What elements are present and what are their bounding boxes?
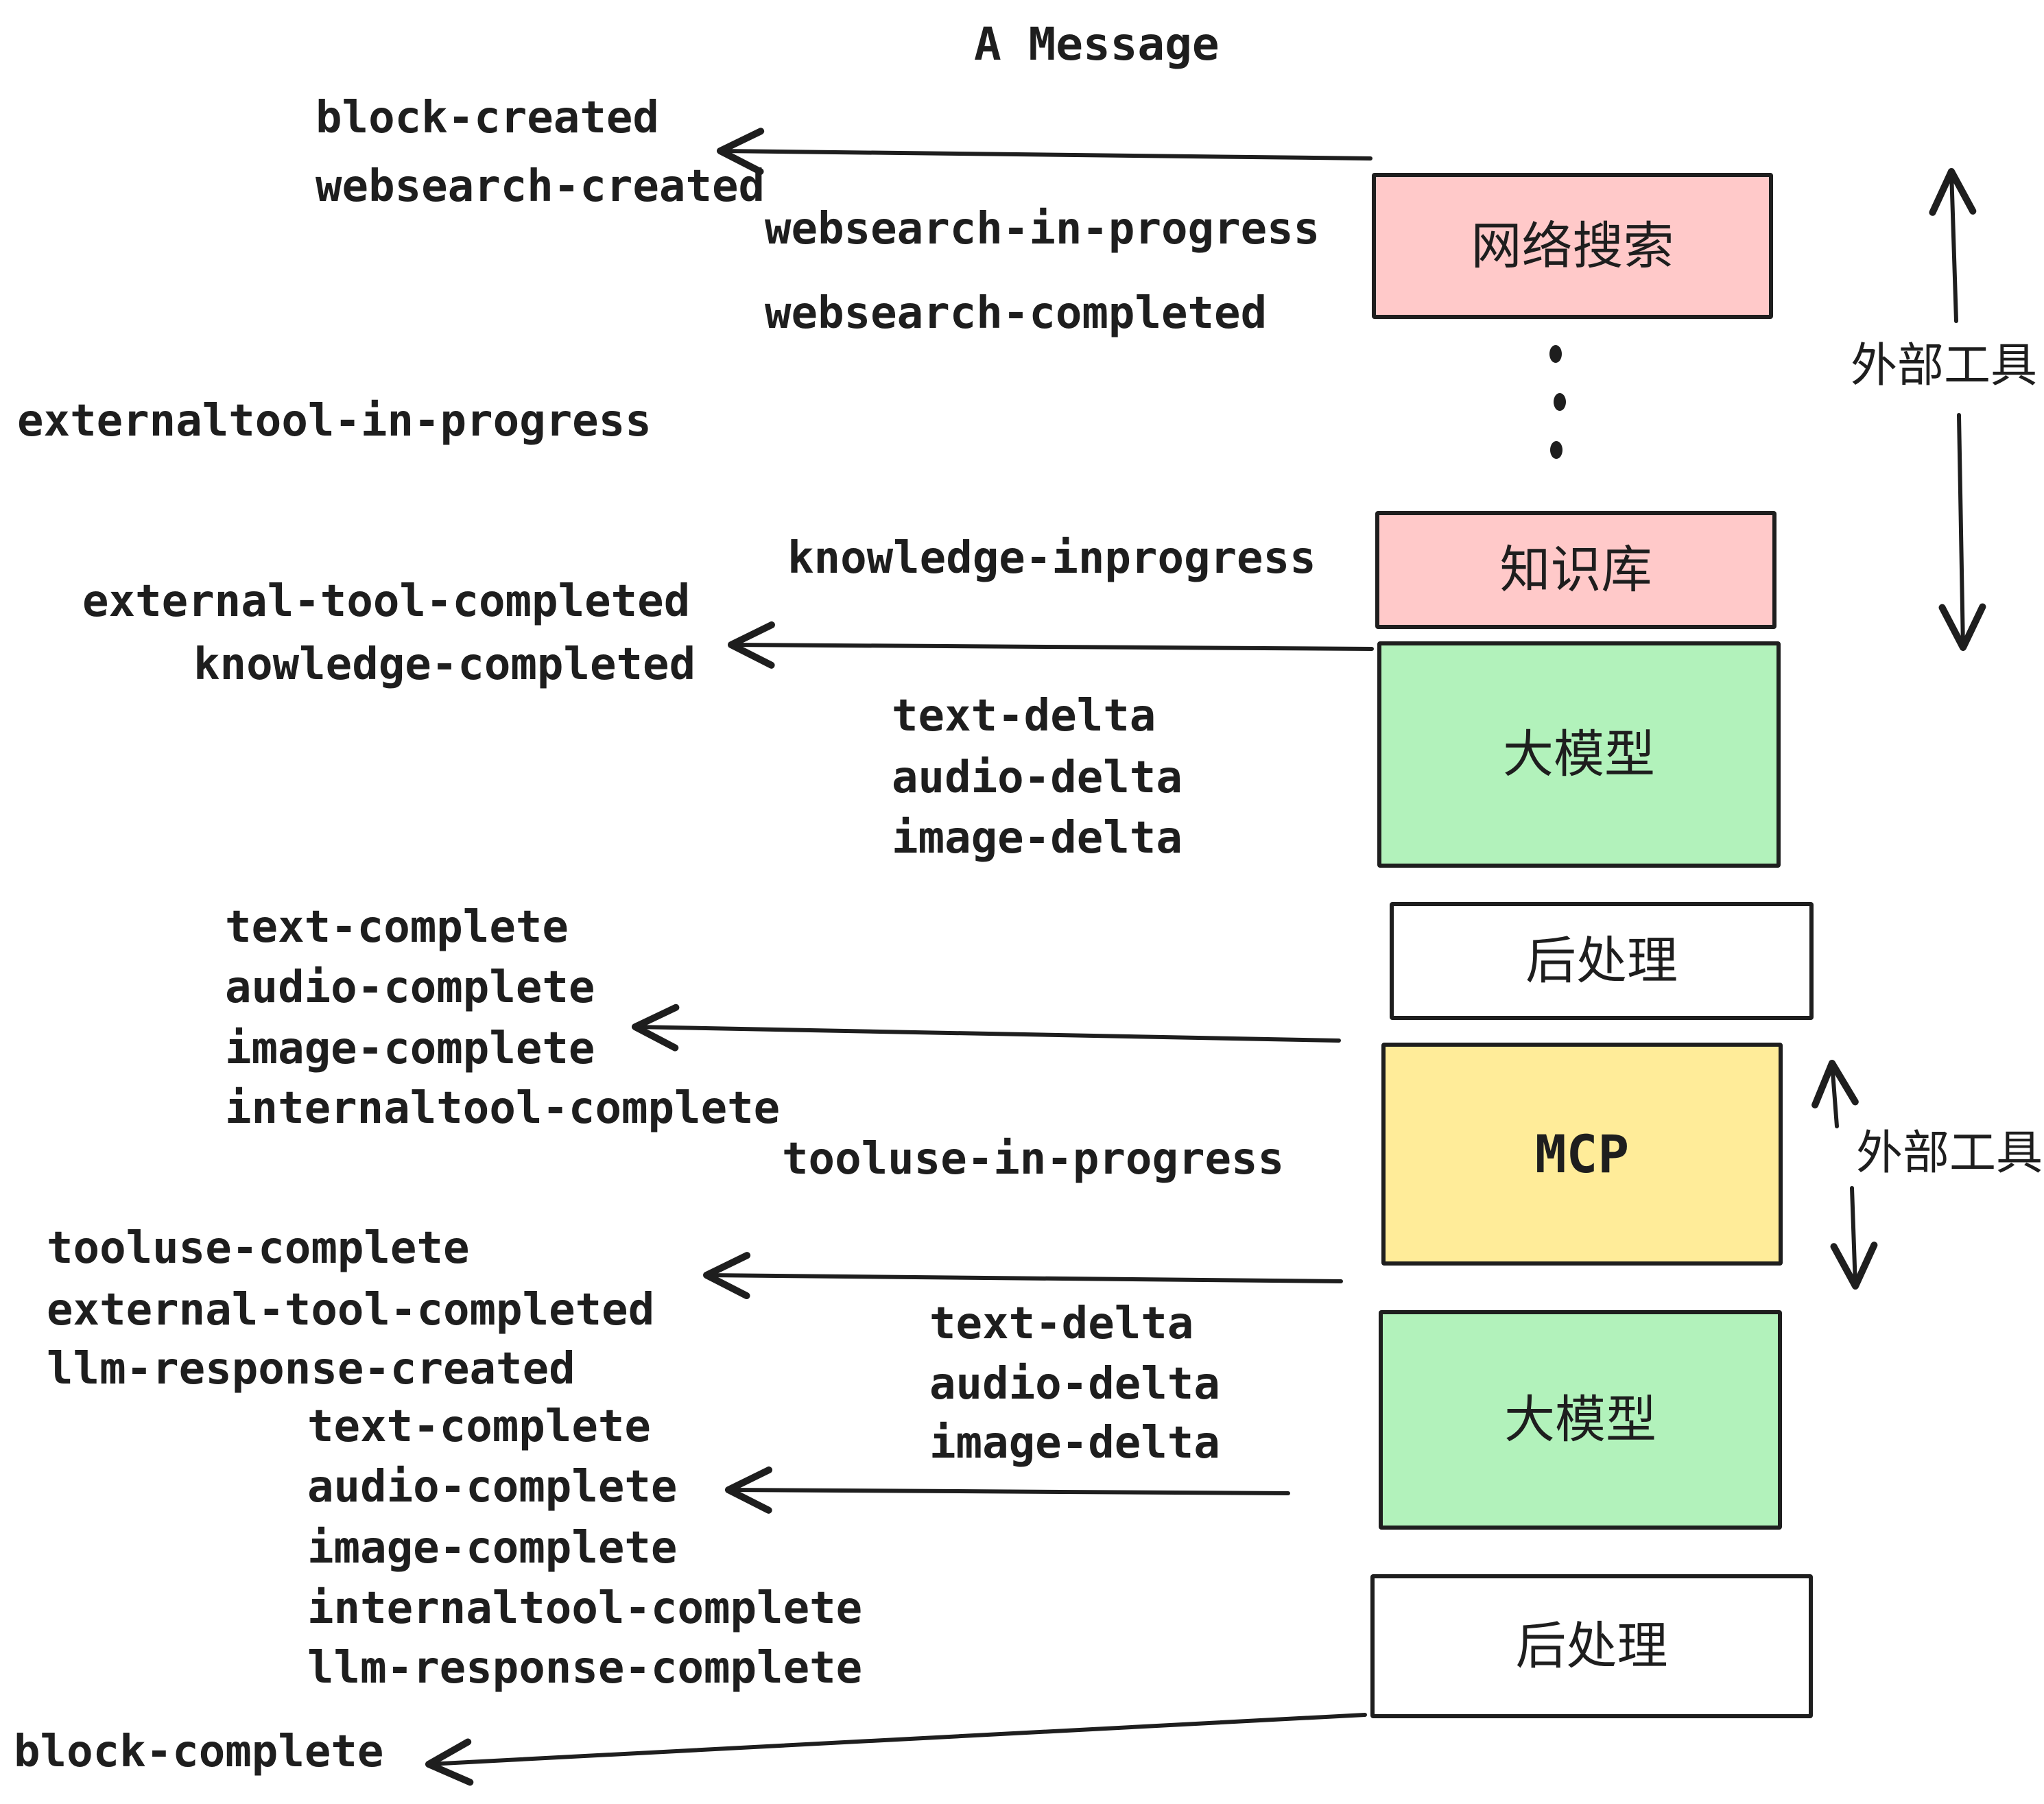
box-mcp: MCP	[1381, 1043, 1783, 1266]
external-tools-top-down-arrow	[1938, 413, 1986, 652]
external-tools-top-up-arrow	[1929, 167, 1977, 323]
diagram-title: A Message	[974, 18, 1220, 71]
event-label-external-tool-completed: external-tool-completed	[82, 576, 691, 627]
box-llm-1-label: 大模型	[1503, 725, 1655, 784]
event-label-tooluse-in-progress: tooluse-in-progress	[782, 1134, 1285, 1185]
box-knowledge-label: 知识库	[1499, 541, 1652, 600]
event-label-audio-complete-2: audio-complete	[307, 1462, 678, 1512]
external-tools-bottom-down-arrow	[1830, 1186, 1878, 1290]
event-label-image-delta-2: image-delta	[929, 1418, 1220, 1469]
arrow-websearch-to-block-created	[716, 128, 1372, 176]
event-label-internaltool-complete: internaltool-complete	[225, 1083, 781, 1134]
event-label-text-complete: text-complete	[225, 902, 569, 953]
box-postprocess-2-label: 后处理	[1515, 1617, 1668, 1676]
box-postprocess-1-label: 后处理	[1525, 931, 1678, 990]
box-postprocess-2: 后处理	[1370, 1574, 1813, 1718]
box-mcp-label: MCP	[1534, 1123, 1630, 1185]
box-llm-2: 大模型	[1379, 1310, 1782, 1530]
arrow-knowledge-to-knowledge-completed	[727, 621, 1374, 669]
box-llm-1: 大模型	[1377, 641, 1781, 868]
event-label-audio-delta: audio-delta	[892, 752, 1183, 803]
box-llm-2-label: 大模型	[1504, 1390, 1656, 1449]
arrow-post1-to-image-complete	[631, 1004, 1341, 1052]
external-tools-label-top: 外部工具	[1851, 339, 2038, 393]
arrow-llm2-to-audio-complete	[724, 1466, 1290, 1514]
event-label-internaltool-complete-2: internaltool-complete	[307, 1583, 863, 1634]
external-tools-bottom-up-arrow	[1811, 1059, 1859, 1128]
event-label-websearch-in-progress: websearch-in-progress	[765, 204, 1320, 254]
event-label-llm-response-created: llm-response-created	[47, 1344, 575, 1394]
event-label-text-complete-2: text-complete	[307, 1401, 651, 1452]
event-label-websearch-created: websearch-created	[316, 161, 765, 212]
event-label-externaltool-in-progress: externaltool-in-progress	[17, 396, 652, 447]
event-label-block-created: block-created	[316, 93, 659, 143]
event-label-block-complete: block-complete	[14, 1726, 384, 1777]
box-postprocess-1: 后处理	[1390, 902, 1814, 1020]
vertical-ellipsis-icon	[1549, 345, 1566, 459]
event-label-audio-delta-2: audio-delta	[929, 1359, 1220, 1410]
box-websearch: 网络搜索	[1372, 173, 1773, 319]
event-label-image-complete-2: image-complete	[307, 1523, 678, 1574]
box-websearch-label: 网络搜索	[1471, 216, 1674, 276]
event-label-audio-complete: audio-complete	[225, 962, 595, 1013]
event-label-llm-response-complete: llm-response-complete	[307, 1643, 863, 1694]
arrow-post2-to-block-complete	[425, 1713, 1367, 1786]
external-tools-label-bottom: 外部工具	[1856, 1126, 2043, 1180]
event-label-text-delta-2: text-delta	[929, 1298, 1194, 1349]
event-label-image-complete: image-complete	[225, 1023, 595, 1074]
event-label-image-delta: image-delta	[892, 813, 1183, 864]
event-label-websearch-completed: websearch-completed	[765, 288, 1268, 339]
event-label-text-delta: text-delta	[892, 691, 1156, 741]
box-knowledge: 知识库	[1375, 511, 1776, 629]
event-label-knowledge-inprogress: knowledge-inprogress	[787, 533, 1316, 584]
arrow-mcp-to-tooluse-complete	[702, 1252, 1343, 1300]
event-label-knowledge-completed: knowledge-completed	[193, 639, 696, 690]
event-label-tooluse-complete: tooluse-complete	[47, 1223, 470, 1274]
event-label-external-tool-completed-2: external-tool-completed	[47, 1285, 655, 1336]
